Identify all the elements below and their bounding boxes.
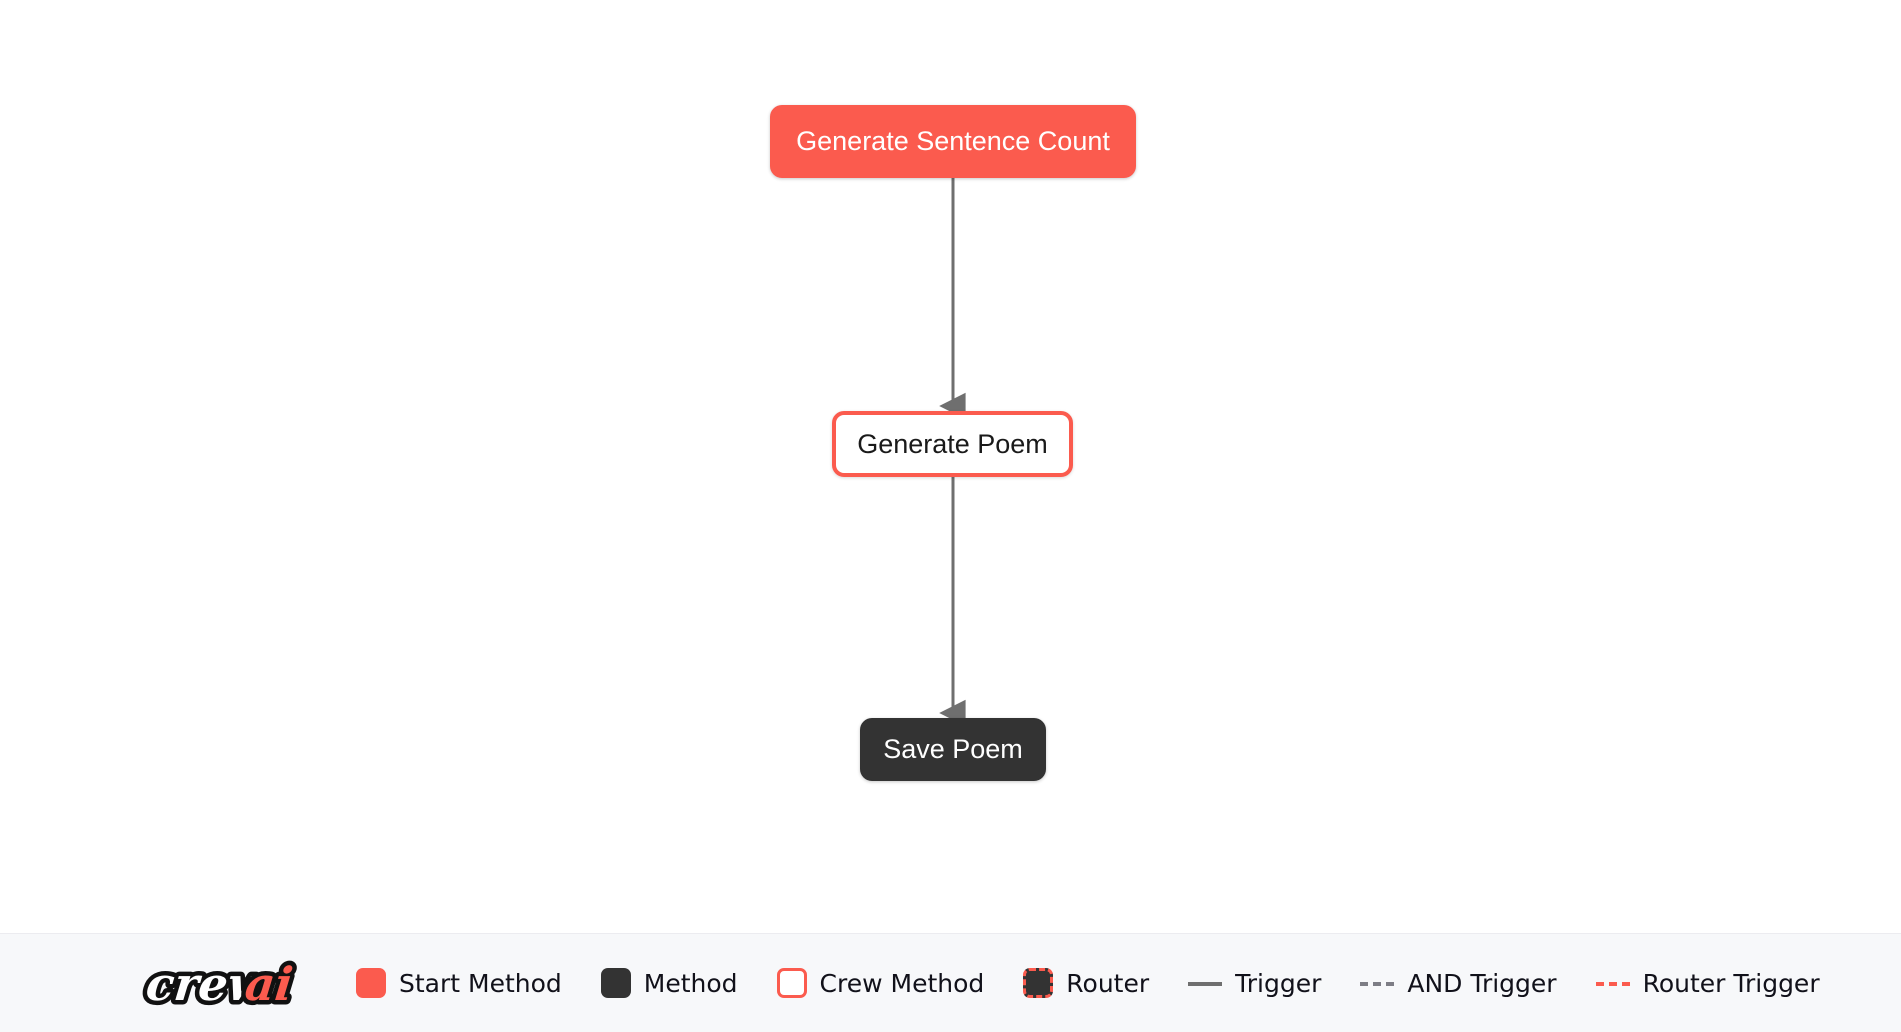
- start-method-swatch-icon: [356, 968, 386, 998]
- legend-item-crew-method: Crew Method: [776, 968, 985, 998]
- router-trigger-line-icon: [1595, 981, 1630, 986]
- legend-items: Start Method Method Crew Method Router T…: [356, 968, 1901, 998]
- legend-item-router: Router: [1023, 968, 1149, 998]
- logo-outline-ai: ai: [243, 957, 296, 1011]
- flow-node-label: Generate Poem: [857, 428, 1048, 459]
- flow-node-label: Save Poem: [883, 734, 1023, 764]
- flow-node-generate-poem[interactable]: Generate Poem: [832, 411, 1073, 477]
- and-trigger-line-icon: [1360, 981, 1395, 986]
- logo-fill-crew: crew: [144, 957, 273, 1011]
- logo-outline-crew: crew: [144, 957, 273, 1011]
- crewai-logo[interactable]: crew crew ai ai: [136, 950, 312, 1016]
- legend-label: Start Method: [399, 968, 562, 998]
- legend-item-router-trigger: Router Trigger: [1595, 968, 1820, 998]
- legend-label: Trigger: [1235, 968, 1322, 998]
- legend-bar: crew crew ai ai Start Method Method Crew…: [0, 933, 1901, 1032]
- legend-item-and-trigger: AND Trigger: [1360, 968, 1557, 998]
- legend-item-start-method: Start Method: [356, 968, 562, 998]
- legend-label: Router: [1066, 968, 1150, 998]
- crew-method-swatch-icon: [776, 968, 807, 998]
- legend-label: Crew Method: [819, 968, 985, 998]
- flow-node-label: Generate Sentence Count: [796, 126, 1110, 156]
- router-swatch-icon: [1023, 968, 1054, 998]
- legend-label: Method: [643, 968, 738, 998]
- legend-label: AND Trigger: [1407, 968, 1557, 998]
- legend-item-method: Method: [600, 968, 738, 998]
- legend-item-trigger: Trigger: [1188, 971, 1321, 996]
- flow-node-save-poem[interactable]: Save Poem: [860, 718, 1046, 781]
- legend-label: Router Trigger: [1642, 968, 1820, 998]
- flow-node-generate-sentence-count[interactable]: Generate Sentence Count: [770, 105, 1136, 178]
- crewai-logo-icon: crew crew ai ai: [139, 953, 300, 1016]
- logo-fill-ai: ai: [243, 957, 296, 1011]
- flow-canvas[interactable]: Generate Sentence Count Generate Poem Sa…: [0, 0, 1901, 933]
- method-swatch-icon: [600, 968, 631, 998]
- trigger-line-icon: [1188, 981, 1223, 986]
